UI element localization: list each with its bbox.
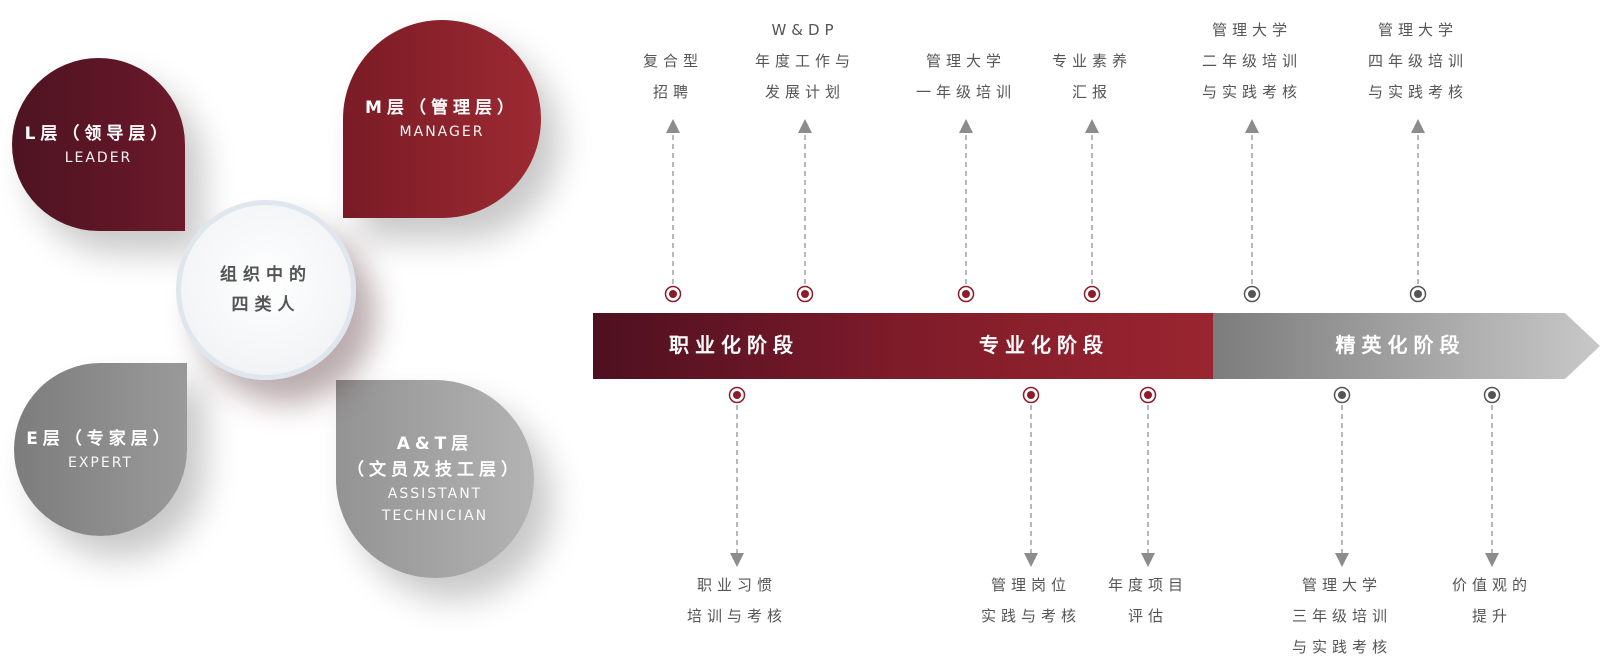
top-milestone-5-text-line: 管理大学 (1211, 21, 1292, 39)
top-milestone-2-dot (801, 290, 809, 298)
top-milestone-4-text-line: 专业素养 (1051, 52, 1132, 70)
bottom-milestone-4-text-line: 管理大学 (1301, 576, 1382, 594)
top-milestone-3-text-line: 一年级培训 (915, 83, 1016, 101)
bottom-milestone-4-text-line: 与实践考核 (1291, 638, 1392, 656)
top-milestone-5-text-line: 与实践考核 (1201, 83, 1302, 101)
bottom-milestone-4-dot (1338, 391, 1346, 399)
bottom-milestone-1-dot (733, 391, 741, 399)
center-circle: 组织中的 四类人 (176, 200, 356, 380)
bottom-milestone-2-text: 管理岗位实践与考核 (951, 570, 1111, 632)
stage-band-1 (593, 313, 875, 379)
top-milestone-2-text-line: W&DP (771, 21, 839, 39)
at-layer-title-sub: （文员及技工层） (347, 460, 523, 480)
bottom-milestone-4-text-line: 三年级培训 (1291, 607, 1392, 625)
top-milestone-1-text: 复合型招聘 (593, 46, 753, 108)
top-milestone-6-text-line: 管理大学 (1377, 21, 1458, 39)
bottom-milestone-2-dot (1027, 391, 1035, 399)
stage-label-3: 精英化阶段 (1335, 333, 1466, 357)
expert-layer-subtitle: EXPERT (68, 454, 133, 471)
expert-layer-petal: E层（专家层） EXPERT (14, 363, 187, 536)
top-milestone-1-text-line: 复合型 (642, 52, 703, 70)
bottom-milestone-3-text-line: 评估 (1127, 607, 1168, 625)
top-milestone-5-dot (1248, 290, 1256, 298)
top-milestone-5-text: 管理大学二年级培训与实践考核 (1172, 15, 1332, 108)
top-milestone-6-text-line: 与实践考核 (1367, 83, 1468, 101)
bottom-milestone-3-dot (1144, 391, 1152, 399)
bottom-milestone-5-dot (1488, 391, 1496, 399)
top-milestone-2-text: W&DP 年度工作与发展计划 (725, 15, 885, 108)
top-milestone-1-text-line: 招聘 (652, 83, 693, 101)
manager-layer-petal: M层（管理层） MANAGER (343, 20, 541, 218)
bottom-milestone-4-text: 管理大学三年级培训与实践考核 (1262, 570, 1422, 663)
bottom-milestone-3-text-line: 年度项目 (1107, 576, 1188, 594)
top-milestone-6-dot (1414, 290, 1422, 298)
stage-label-1: 职业化阶段 (669, 333, 799, 357)
top-milestone-2-text-line: 发展计划 (764, 83, 845, 101)
manager-layer-title: M层（管理层） (365, 98, 519, 118)
at-layer-subtitle-1: ASSISTANT (387, 486, 483, 502)
bottom-milestone-2-text-line: 管理岗位 (990, 576, 1071, 594)
top-milestone-3-text: 管理大学一年级培训 (886, 46, 1046, 108)
at-layer-title: A&T层 (396, 434, 474, 454)
assistant-technician-layer-petal: A&T层 （文员及技工层） ASSISTANT TECHNICIAN (336, 380, 534, 578)
leader-layer-subtitle: LEADER (64, 149, 133, 166)
stage-label-2: 专业化阶段 (979, 333, 1109, 357)
center-text-line1: 组织中的 (220, 265, 312, 285)
leader-layer-title: L层（领导层） (24, 123, 173, 144)
bottom-milestone-1-text-line: 职业习惯 (696, 576, 777, 594)
top-milestone-3-dot (962, 290, 970, 298)
top-milestone-4-text: 专业素养汇报 (1012, 46, 1172, 108)
top-milestone-1-dot (669, 290, 677, 298)
bottom-milestone-3-text: 年度项目评估 (1068, 570, 1228, 632)
top-milestone-2-text-line: 年度工作与 (754, 52, 855, 70)
top-milestone-3-text-line: 管理大学 (925, 52, 1006, 70)
top-milestone-4-dot (1088, 290, 1096, 298)
leader-layer-petal: L层（领导层） LEADER (12, 58, 185, 231)
bottom-milestone-5-text: 价值观的提升 (1412, 570, 1572, 632)
bottom-milestone-1-text: 职业习惯培训与考核 (657, 570, 817, 632)
stage-band-3 (1213, 313, 1600, 379)
at-layer-subtitle-2: TECHNICIAN (381, 508, 489, 524)
bottom-milestone-1-text-line: 培训与考核 (686, 607, 787, 625)
stage-band-2 (875, 313, 1213, 379)
top-milestone-6-text-line: 四年级培训 (1367, 52, 1468, 70)
center-text-line2: 四类人 (231, 295, 301, 315)
bottom-milestone-5-text-line: 价值观的 (1451, 576, 1532, 594)
bottom-milestone-2-text-line: 实践与考核 (980, 607, 1081, 625)
bottom-milestone-5-text-line: 提升 (1471, 607, 1512, 625)
expert-layer-title: E层（专家层） (26, 428, 175, 449)
top-milestone-6-text: 管理大学四年级培训与实践考核 (1338, 15, 1498, 108)
top-milestone-5-text-line: 二年级培训 (1201, 52, 1302, 70)
top-milestone-4-text-line: 汇报 (1071, 83, 1112, 101)
manager-layer-subtitle: MANAGER (399, 124, 485, 140)
